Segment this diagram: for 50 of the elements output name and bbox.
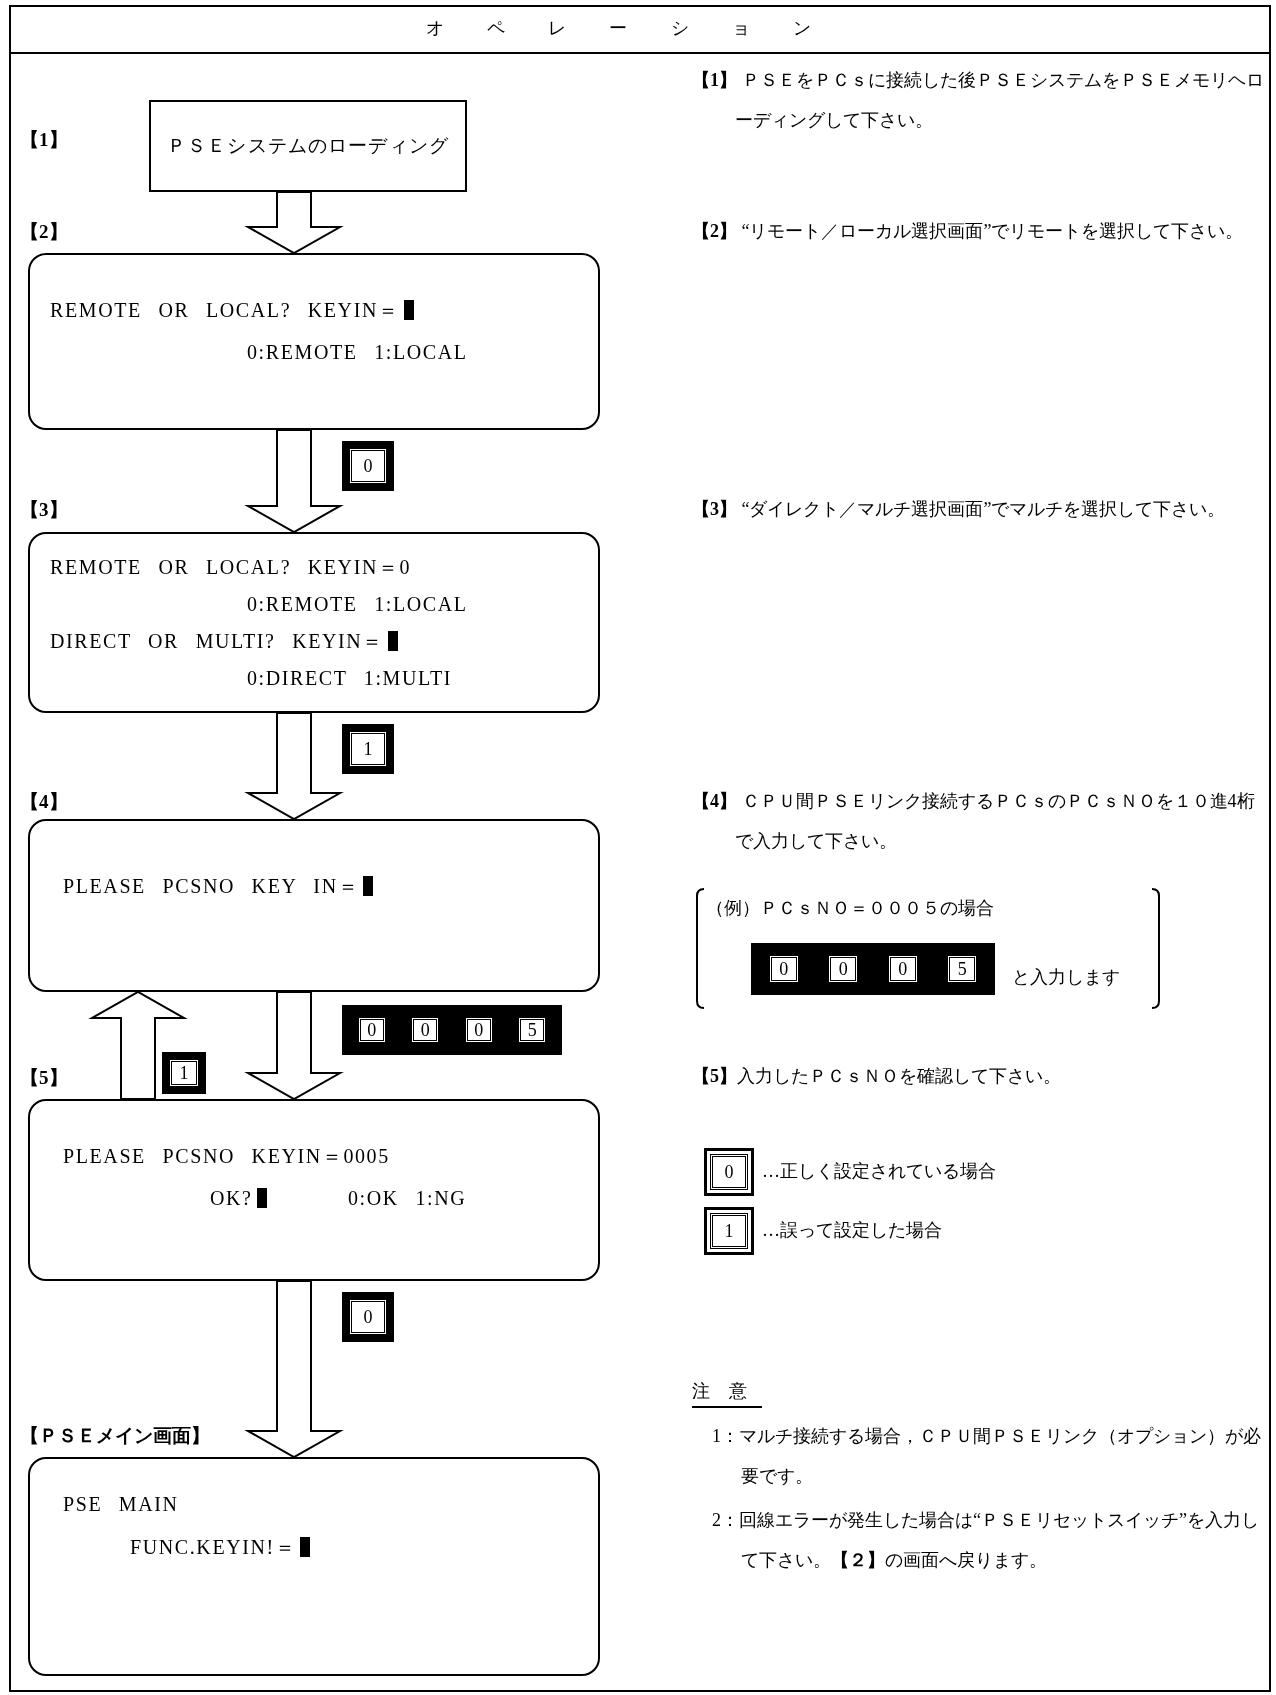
screen-text: 0:REMOTE 1:LOCAL — [247, 592, 468, 617]
block-arrow — [244, 191, 344, 255]
instruction-text: 1：マルチ接続する場合，ＣＰＵ間ＰＳＥリンク（オプション）が必要です。 — [712, 1425, 1262, 1488]
title-bar: オペレーション — [9, 5, 1271, 54]
instruction-text: 【3】 “ダイレクト／マルチ選択画面”でマルチを選択して下さい。 — [692, 498, 1227, 521]
instruction-text: …誤って設定した場合 — [762, 1219, 943, 1242]
instruction-text: 【5】入力したＰＣｓＮＯを確認して下さい。 — [692, 1065, 1062, 1088]
block-arrow — [244, 429, 344, 534]
screen-text: PSE MAIN — [63, 1492, 179, 1517]
box-label: ＰＳＥシステムのローディング — [167, 133, 449, 158]
screen-text: 0:REMOTE 1:LOCAL — [247, 340, 468, 365]
instruction-text: と入力します — [1012, 966, 1121, 989]
note-heading: 注 意 — [692, 1376, 762, 1408]
step-number: 【ＰＳＥメイン画面】 — [20, 1424, 210, 1448]
screen-text: REMOTE OR LOCAL? KEYIN＝0 — [50, 555, 412, 580]
screen-text: DIRECT OR MULTI? KEYIN＝ — [50, 629, 384, 654]
terminal-screen — [28, 1457, 600, 1676]
step-number: 【3】 — [20, 498, 68, 522]
terminal-screen — [28, 532, 600, 713]
key-cap: 1 — [342, 724, 394, 774]
process-box — [149, 100, 467, 192]
step-number: 【1】 — [20, 128, 69, 152]
key-cap: 0 — [342, 1292, 394, 1342]
screen-text: PLEASE PCSNO KEY IN＝ — [63, 874, 360, 899]
instruction-text: 【4】 ＣＰＵ間ＰＳＥリンク接続するＰＣｓのＰＣｓＮＯを１０進4桁で入力して下さい。 — [692, 790, 1256, 853]
step-number: 【4】 — [20, 790, 68, 814]
terminal-screen — [28, 819, 600, 992]
step-number: 【5】 — [20, 1066, 68, 1090]
block-arrow — [244, 991, 344, 1101]
key-cap: 0 — [704, 1148, 754, 1196]
terminal-screen — [28, 253, 600, 430]
screen-text: PLEASE PCSNO KEYIN＝0005 — [63, 1144, 390, 1169]
screen-text: 0:OK 1:NG — [348, 1186, 467, 1211]
terminal-screen — [28, 1099, 600, 1281]
key-cap: 1 — [704, 1207, 754, 1255]
instruction-text: 【2】 “リモート／ローカル選択画面”でリモートを選択して下さい。 — [692, 220, 1245, 243]
block-arrow — [88, 990, 188, 1100]
instruction-text: （例）ＰＣｓＮＯ＝０００５の場合 — [706, 897, 995, 920]
screen-text: REMOTE OR LOCAL? KEYIN＝ — [50, 298, 400, 323]
instruction-text: …正しく設定されている場合 — [762, 1160, 997, 1183]
key-cap: 1 — [162, 1052, 206, 1094]
block-arrow — [244, 712, 344, 821]
step-number: 【2】 — [20, 220, 68, 244]
instruction-text: 2：回線エラーが発生した場合は“ＰＳＥリセットスイッチ”を入力して下さい。【２】の画面へ戻ります。 — [712, 1509, 1260, 1572]
screen-text: 0:DIRECT 1:MULTI — [247, 666, 453, 691]
key-cap: 0 — [342, 441, 394, 491]
instruction-text: 【1】 ＰＳＥをＰＣｓに接続した後ＰＳＥシステムをＰＳＥメモリヘローディングして下さい。 — [692, 69, 1265, 132]
block-arrow — [244, 1280, 344, 1459]
screen-text: FUNC.KEYIN!＝ — [130, 1535, 297, 1560]
screen-text: OK? — [210, 1186, 253, 1211]
